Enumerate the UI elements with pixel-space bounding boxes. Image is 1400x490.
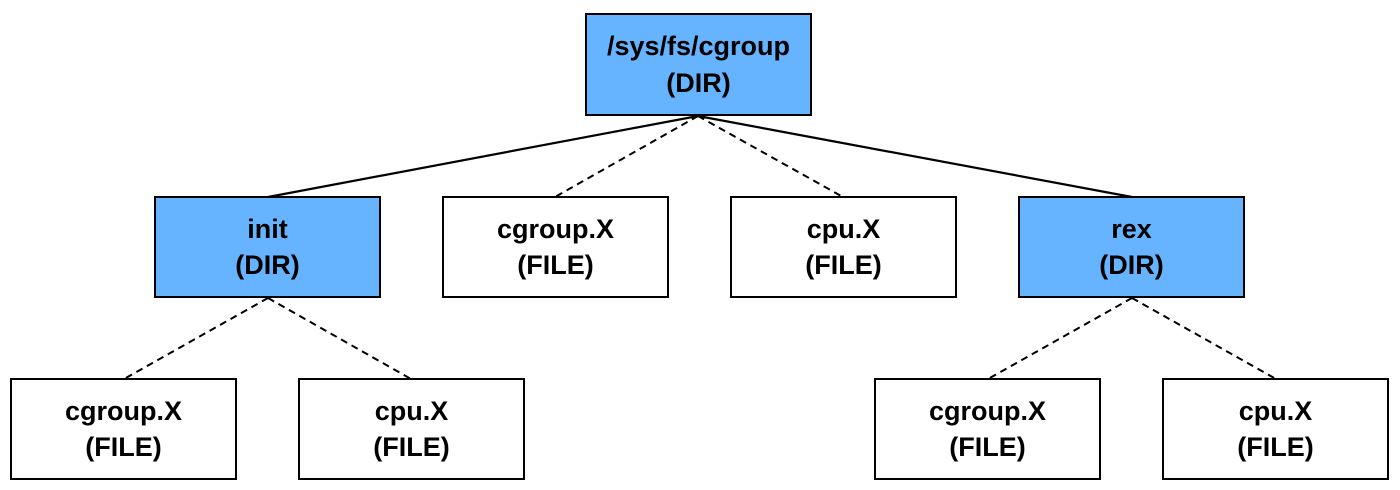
node-init-cgroup-file: cgroup.X (FILE) xyxy=(10,378,237,480)
edge-root-cgroup-file xyxy=(554,115,699,198)
node-rex-cpu-file: cpu.X (FILE) xyxy=(1162,378,1389,480)
edge-root-init xyxy=(267,114,699,199)
node-label: cgroup.X xyxy=(928,395,1046,426)
node-label: cpu.X xyxy=(806,213,881,244)
node-kind: (FILE) xyxy=(949,432,1026,462)
node-label: rex xyxy=(1111,213,1152,244)
node-kind: (FILE) xyxy=(85,432,162,462)
edge-root-rex xyxy=(697,114,1133,199)
node-label: cgroup.X xyxy=(64,395,182,426)
node-rex-cgroup-file: cgroup.X (FILE) xyxy=(874,378,1101,480)
node-root-dir: /sys/fs/cgroup (DIR) xyxy=(585,13,812,116)
node-kind: (DIR) xyxy=(666,67,731,98)
node-root-cgroup-file: cgroup.X (FILE) xyxy=(442,196,669,298)
node-kind: (FILE) xyxy=(805,250,882,280)
node-kind: (DIR) xyxy=(235,250,300,280)
node-init-cpu-file: cpu.X (FILE) xyxy=(298,378,525,480)
node-kind: (FILE) xyxy=(517,250,594,280)
edge-root-cpu-file xyxy=(697,115,844,198)
edge-rex-cpu-file xyxy=(1131,297,1277,380)
node-kind: (DIR) xyxy=(1099,250,1164,280)
node-label: /sys/fs/cgroup xyxy=(606,31,791,62)
edge-rex-cgroup-file xyxy=(987,297,1133,380)
node-kind: (FILE) xyxy=(373,432,450,462)
edge-init-cpu-file xyxy=(267,297,412,380)
node-label: cpu.X xyxy=(1238,395,1313,426)
node-init-dir: init (DIR) xyxy=(154,196,381,298)
node-label: init xyxy=(247,213,288,244)
node-kind: (FILE) xyxy=(1237,432,1314,462)
node-root-cpu-file: cpu.X (FILE) xyxy=(730,196,957,298)
node-rex-dir: rex (DIR) xyxy=(1018,196,1245,298)
node-label: cgroup.X xyxy=(496,213,614,244)
node-label: cpu.X xyxy=(374,395,449,426)
edge-init-cgroup-file xyxy=(123,297,269,380)
